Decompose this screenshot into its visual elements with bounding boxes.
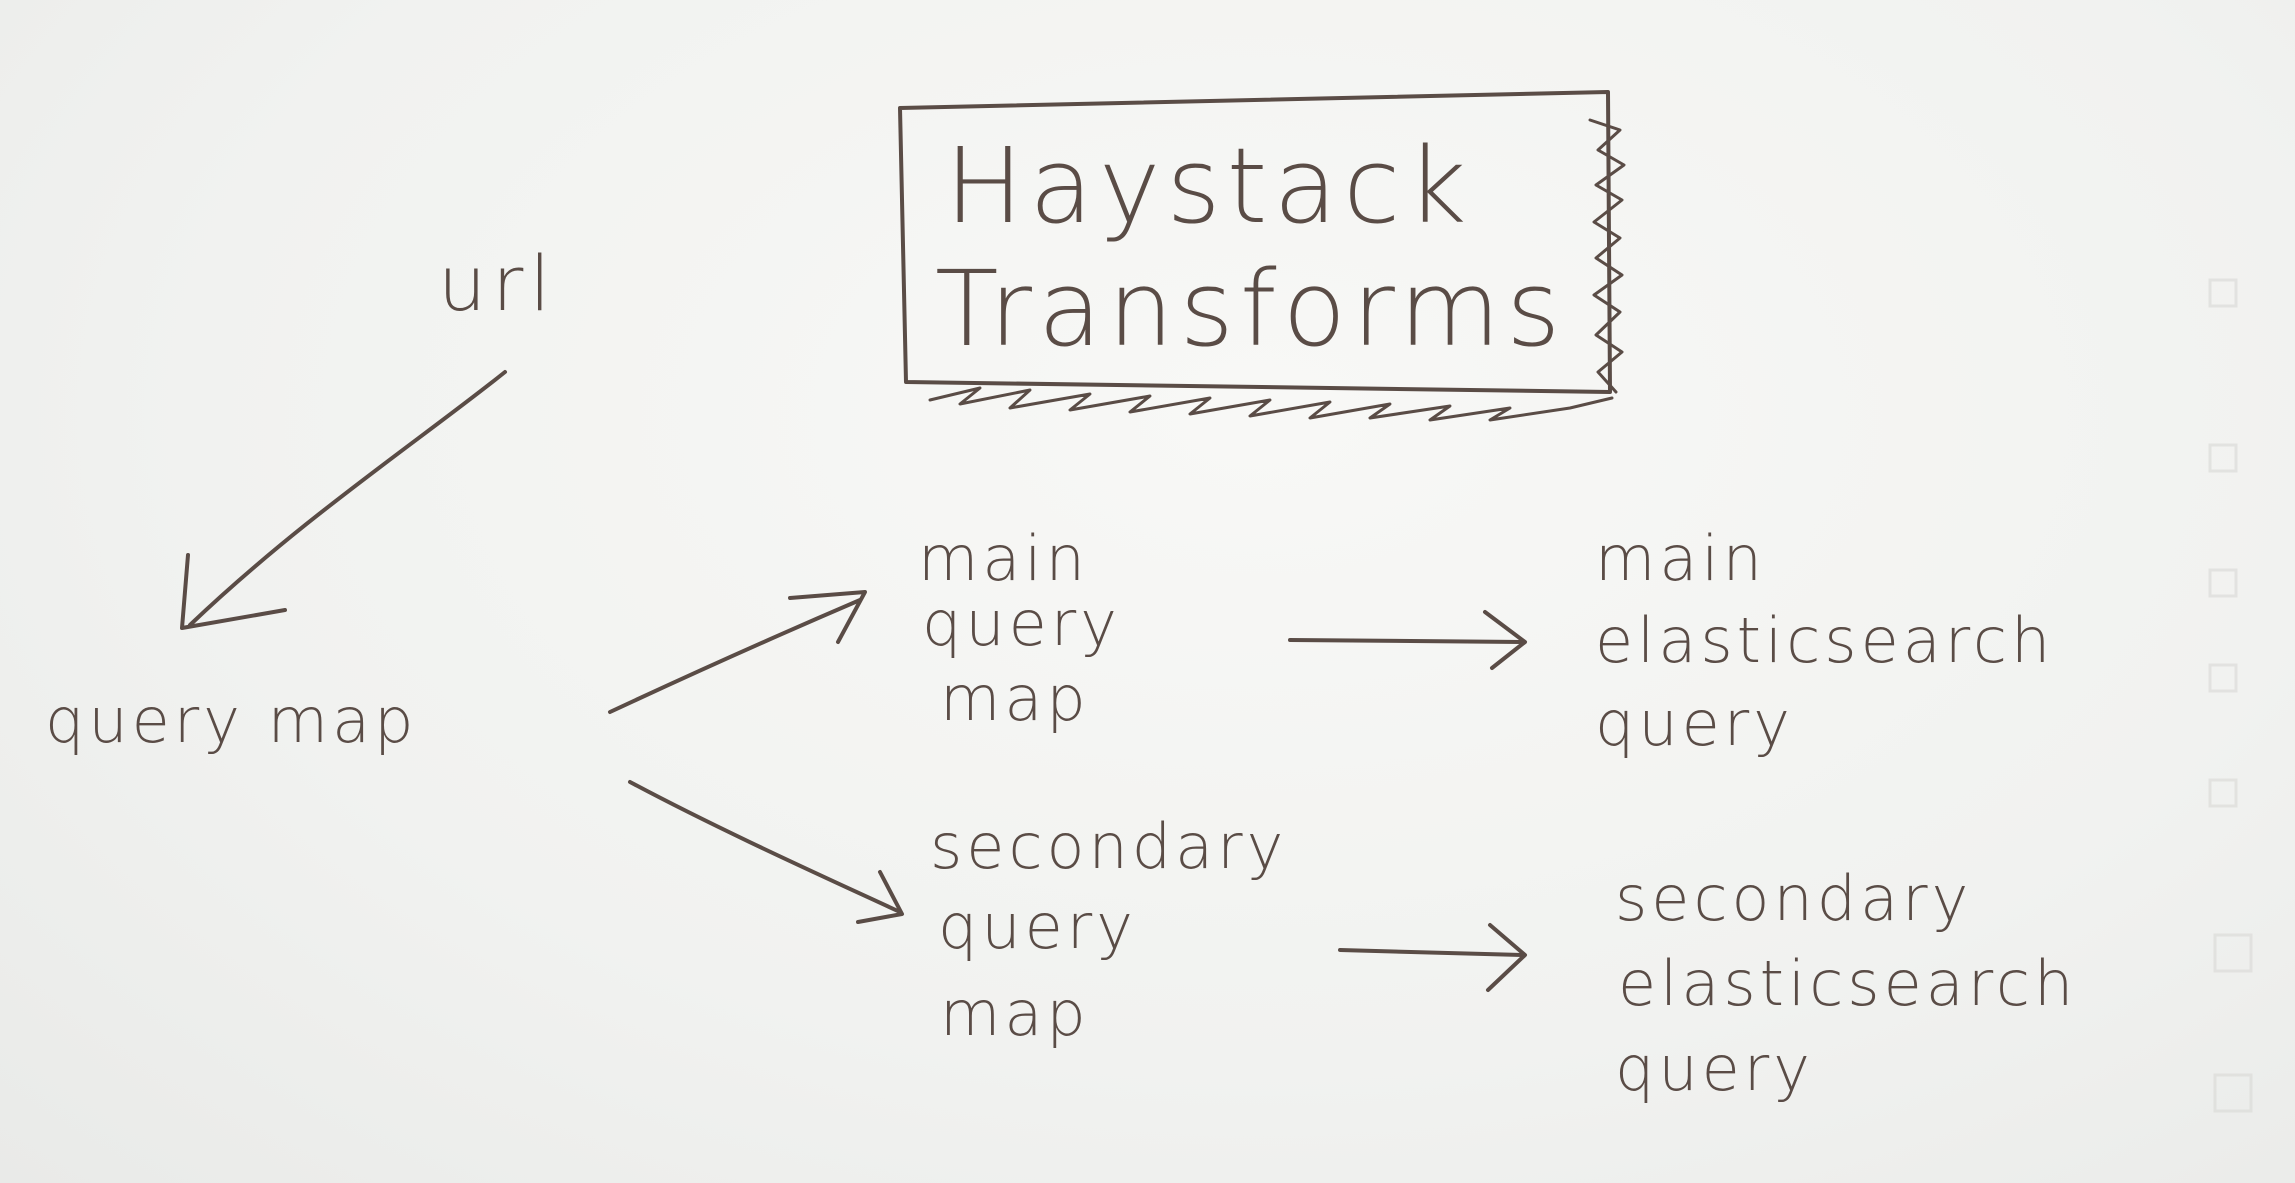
bleed-checkbox [2208,568,2238,598]
main-query-map-line-1: main [918,522,1089,595]
arrow-shaft [1338,948,1524,957]
arrowhead [1483,610,1527,670]
arrow-shaft [628,780,902,914]
arrow-url-to-query-map [180,370,507,630]
background-bleed-through [2208,278,2253,1113]
arrow-query-map-to-secondary [628,780,904,924]
arrowhead [856,870,904,924]
secondary-es-query-line-1: secondary [1615,862,1972,935]
main-es-query-line-1: main [1595,522,1766,595]
main-es-query-node: main elasticsearch query [1595,522,2054,760]
title-box-shadow-bottom [928,386,1614,422]
arrowhead [180,553,287,630]
title-line-1: Haystack [945,125,1473,247]
title-box-border [898,90,1612,394]
bleed-checkbox [2213,1073,2253,1113]
arrow-shaft [608,598,862,714]
arrow-shaft [1288,638,1524,644]
main-query-map-node: main query map [918,522,1121,735]
query-map-label: query map [45,684,417,757]
arrow-main-to-es [1288,610,1527,670]
bleed-checkbox [2208,778,2238,808]
title-box-shadow-right [1588,118,1626,394]
arrow-query-map-to-main [608,590,867,714]
secondary-query-map-node: secondary query map [930,810,1287,1050]
secondary-es-query-node: secondary elasticsearch query [1615,862,2077,1105]
bleed-checkbox [2208,663,2238,693]
secondary-query-map-line-1: secondary [930,810,1287,883]
arrowhead [1486,923,1527,992]
secondary-es-query-line-3: query [1615,1032,1814,1105]
arrow-secondary-to-es [1338,923,1527,992]
main-es-query-line-2: elasticsearch [1595,604,2054,677]
arrow-shaft [188,370,507,627]
bleed-checkbox [2213,933,2253,973]
title-box: Haystack Transforms [898,90,1626,422]
title-line-2: Transforms [935,248,1567,370]
secondary-query-map-line-3: map [940,977,1090,1050]
secondary-es-query-line-2: elasticsearch [1618,947,2077,1020]
main-query-map-line-3: map [940,662,1090,735]
main-query-map-line-2: query [922,587,1121,660]
main-es-query-line-3: query [1595,687,1794,760]
bleed-checkbox [2208,278,2238,308]
arrowhead [788,590,867,644]
secondary-query-map-line-2: query [938,890,1137,963]
url-label: url [438,239,557,328]
bleed-checkbox [2208,443,2238,473]
